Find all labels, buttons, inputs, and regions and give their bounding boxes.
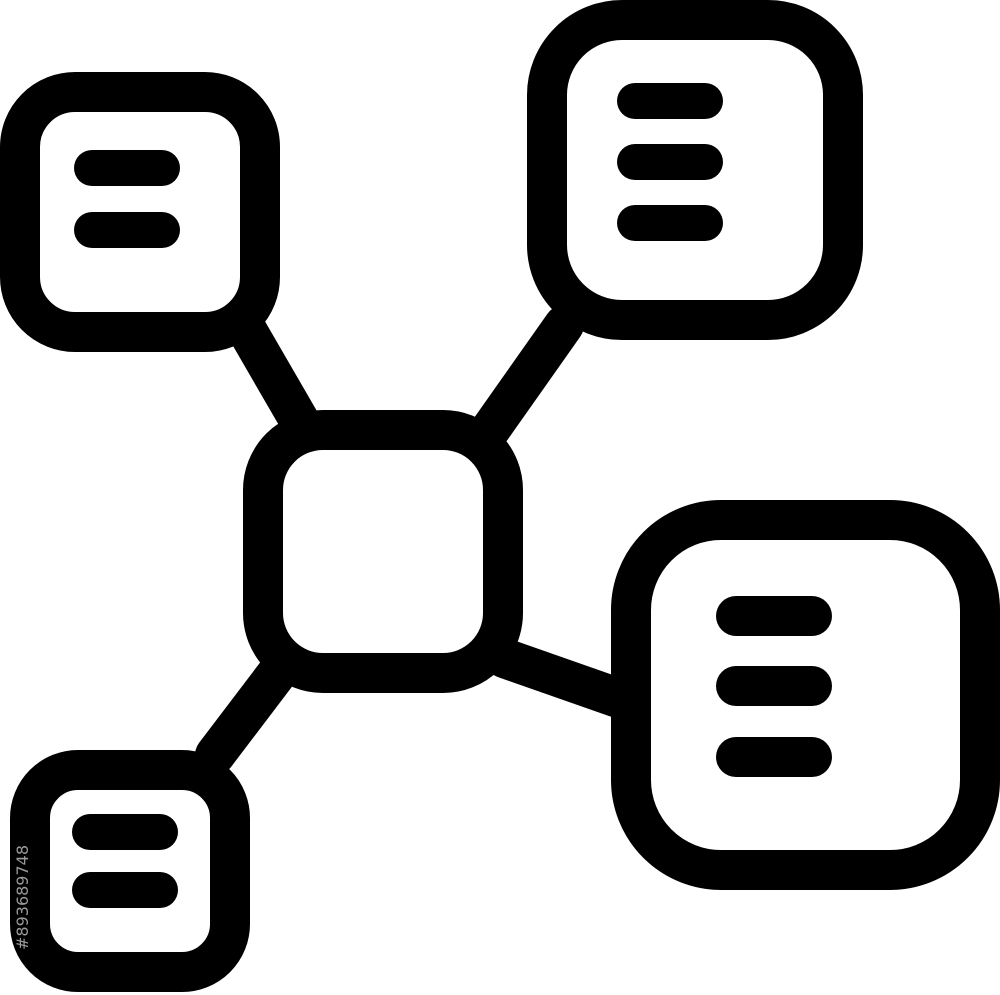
document-node-frame [527,0,863,340]
text-line-icon [716,666,832,706]
document-node-right [611,500,1000,890]
connector-right [484,638,638,718]
document-node-frame [10,750,250,992]
text-line-icon [74,212,180,248]
text-line-icon [72,814,178,850]
connector-top-right [470,305,584,450]
document-node-frame [0,72,280,352]
text-line-icon [617,83,723,119]
connector-top-left [224,305,319,440]
text-line-icon [617,144,723,180]
document-node-bottom-left [10,750,250,992]
hub-node [243,410,523,693]
text-line-icon [716,596,832,636]
text-line-icon [617,205,723,241]
document-node-top-left [0,72,280,352]
text-line-icon [74,150,180,186]
connector-bottom-left [195,652,298,775]
document-node-frame [611,500,1000,890]
text-line-icon [716,737,832,777]
text-line-icon [72,872,178,908]
document-node-top-right [527,0,863,340]
